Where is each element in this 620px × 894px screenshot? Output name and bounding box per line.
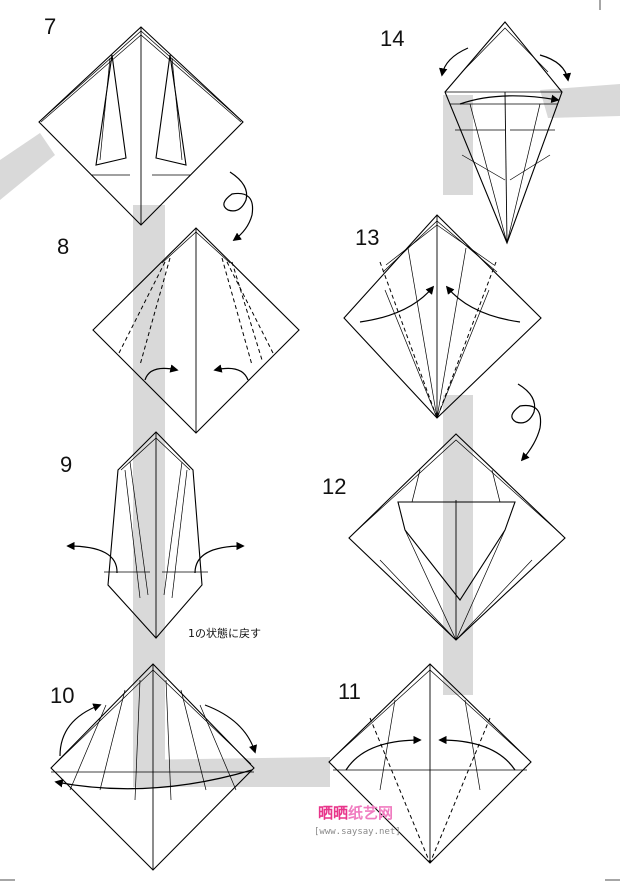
step-13-diagram: 13 bbox=[343, 214, 542, 419]
step-7-diagram: 7 bbox=[38, 14, 244, 226]
step-8-number: 8 bbox=[57, 234, 69, 259]
step-9-note: 1の状態に戻す bbox=[188, 626, 261, 640]
step-11-diagram: 11 bbox=[328, 663, 532, 864]
step-7-number: 7 bbox=[44, 14, 56, 39]
step-14-number: 14 bbox=[380, 26, 404, 51]
step-9-diagram: 9 1の状態に戻す bbox=[60, 431, 261, 640]
watermark-url: [www.saysay.net] bbox=[314, 827, 401, 837]
step-10-diagram: 10 bbox=[50, 663, 258, 871]
step-9-number: 9 bbox=[60, 452, 72, 477]
site-watermark: 晒晒纸艺网 [www.saysay.net] bbox=[314, 804, 401, 837]
watermark-title: 晒晒纸艺网 bbox=[318, 804, 393, 822]
step-13-number: 13 bbox=[355, 225, 379, 250]
step-12-number: 12 bbox=[322, 474, 346, 499]
step-14-diagram: 14 bbox=[380, 21, 572, 245]
watermark-title-part1: 晒晒 bbox=[318, 804, 348, 822]
step-8-diagram: 8 bbox=[57, 171, 300, 434]
step-12-diagram: 12 bbox=[322, 383, 566, 641]
watermark-title-part2: 纸艺网 bbox=[348, 804, 393, 822]
flow-band bbox=[0, 84, 620, 787]
turn-over-icon bbox=[223, 171, 254, 241]
turn-over-icon-2 bbox=[511, 383, 542, 462]
step-10-number: 10 bbox=[50, 683, 74, 708]
step-11-number: 11 bbox=[338, 679, 361, 704]
